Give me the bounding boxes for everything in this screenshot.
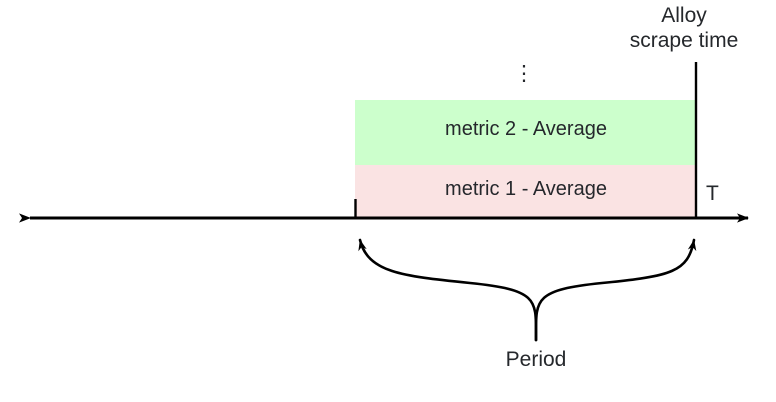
time-axis-label: T <box>706 182 719 205</box>
metric-2-box <box>355 100 696 165</box>
period-brace-right-arm <box>534 238 697 342</box>
metric-2-label: metric 2 - Average <box>445 118 607 140</box>
metric-1-box <box>355 165 696 217</box>
period-label: Period <box>505 348 567 371</box>
vertical-ellipsis-icon: ⋮ <box>513 62 535 85</box>
alloy-scrape-time-label-line2: scrape time <box>629 28 739 52</box>
alloy-scrape-time-label-line1: Alloy <box>661 4 707 27</box>
period-brace-left-arm <box>358 238 538 342</box>
metric-1-label: metric 1 - Average <box>445 178 607 200</box>
